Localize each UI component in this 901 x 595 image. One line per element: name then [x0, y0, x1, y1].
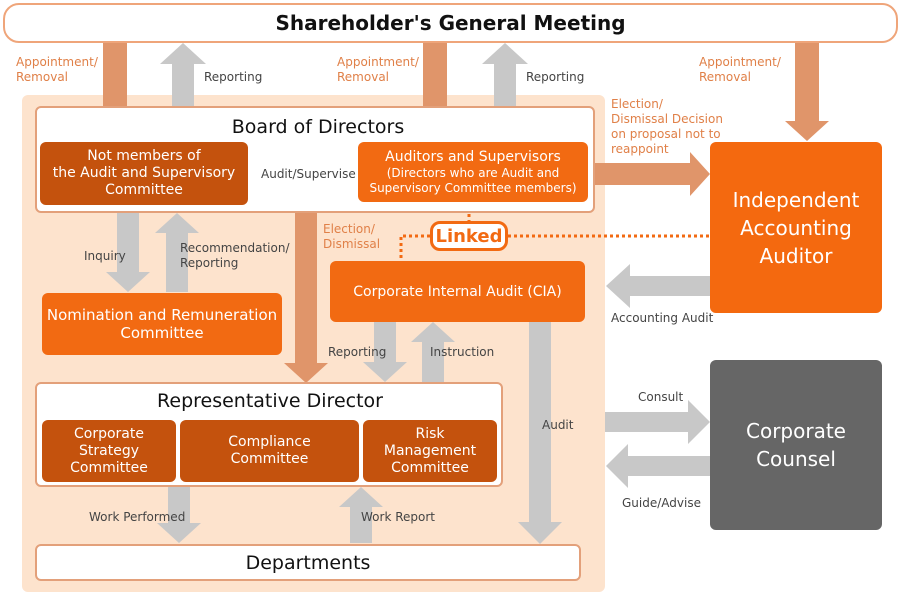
label-election-dismissal-decision: Election/ Dismissal Decision on proposal… [611, 97, 723, 156]
arrow-election-dismissal-cia [284, 213, 328, 383]
label-work-performed: Work Performed [89, 510, 186, 524]
label-accounting-audit: Accounting Audit [611, 311, 714, 325]
shareholders-meeting: Shareholder's General Meeting [3, 3, 898, 43]
label-audit: Audit [542, 418, 574, 432]
label-guide-advise: Guide/Advise [622, 496, 701, 510]
label-consult: Consult [638, 390, 684, 404]
corporate-counsel: Corporate Counsel [710, 360, 882, 530]
independent-accounting-auditor: Independent Accounting Auditor [710, 142, 882, 313]
arrow-consult [605, 400, 710, 444]
arrow-appointment-auditor [785, 43, 829, 141]
label-appointment-3: Appointment/ Removal [699, 55, 781, 84]
label-instruction: Instruction [430, 345, 495, 359]
risk-management-committee: Risk Management Committee [363, 420, 497, 482]
not-members-committee: Not members of the Audit and Supervisory… [40, 142, 248, 205]
arrow-reporting-right [482, 43, 528, 141]
arrow-instruction [411, 322, 455, 382]
board-title: Board of Directors [231, 116, 405, 138]
arrow-reporting-cia [363, 322, 407, 382]
corporate-strategy-committee: Corporate Strategy Committee [42, 420, 176, 482]
label-appointment-2: Appointment/ Removal [337, 55, 419, 84]
nomination-remuneration-committee: Nomination and Remuneration Committee [42, 293, 282, 355]
arrow-guide-advise [606, 444, 710, 488]
label-appointment-1: Appointment/ Removal [16, 55, 98, 84]
arrow-work-report [339, 487, 383, 543]
linked-line-cia [399, 234, 430, 261]
auditors-subtitle: (Directors who are Audit and Supervisory… [369, 166, 577, 195]
label-election-dismissal: Election/ Dismissal [323, 222, 381, 251]
corporate-internal-audit: Corporate Internal Audit (CIA) [330, 261, 585, 322]
label-audit-supervise: Audit/Supervise [261, 167, 356, 181]
arrow-inquiry [106, 213, 150, 292]
label-recommendation-reporting: Recommendation/ Reporting [180, 241, 290, 270]
arrow-reporting-left [160, 43, 206, 141]
label-reporting-1: Reporting [204, 70, 263, 84]
auditors-supervisors: Auditors and Supervisors (Directors who … [358, 142, 588, 202]
representative-director-title: Representative Director [157, 390, 383, 412]
linked-badge: Linked [430, 221, 508, 251]
compliance-committee: Compliance Committee [180, 420, 359, 482]
arrow-work-performed [157, 487, 201, 543]
arrow-audit-departments [518, 322, 562, 544]
arrow-accounting-audit [606, 264, 710, 308]
departments-box: Departments [35, 544, 581, 581]
auditors-title: Auditors and Supervisors [385, 149, 561, 165]
label-inquiry: Inquiry [84, 249, 126, 263]
arrow-recommendation [155, 213, 199, 292]
label-reporting-2: Reporting [526, 70, 585, 84]
arrow-election-dismissal-decision [588, 152, 710, 196]
label-work-report: Work Report [361, 510, 435, 524]
label-reporting-3: Reporting [328, 345, 387, 359]
